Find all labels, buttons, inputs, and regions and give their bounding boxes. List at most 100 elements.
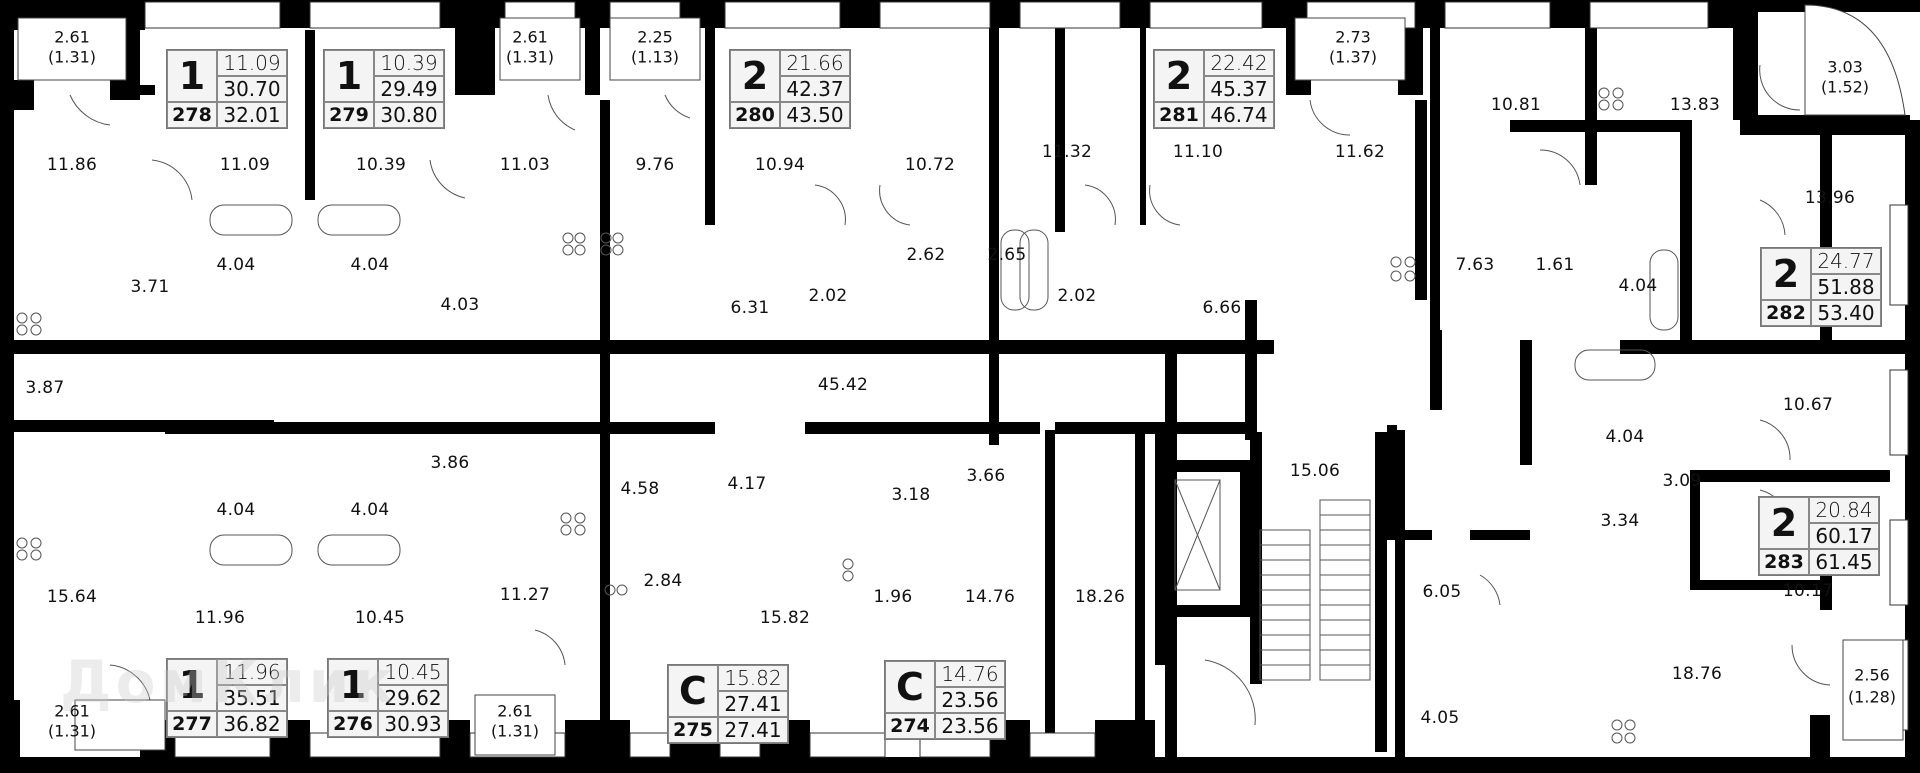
room-area: 4.04 bbox=[1605, 427, 1644, 447]
balcony bbox=[17, 17, 127, 81]
living-area: 24.77 bbox=[1811, 248, 1881, 274]
room-area: 13.83 bbox=[1670, 95, 1720, 115]
total-with-balcony: 61.45 bbox=[1809, 549, 1879, 575]
living-area: 10.39 bbox=[374, 50, 444, 76]
living-area: 14.76 bbox=[935, 661, 1005, 687]
fixtures bbox=[16, 87, 1679, 744]
total-area: 29.49 bbox=[374, 76, 444, 102]
apartment-card[interactable]: 2 22.42 45.37 281 46.74 bbox=[1153, 49, 1275, 129]
apartment-card[interactable]: 2 21.66 42.37 280 43.50 bbox=[729, 49, 851, 129]
room-area: 3.87 bbox=[25, 378, 64, 398]
total-area: 42.37 bbox=[780, 76, 850, 102]
balcony bbox=[609, 17, 701, 81]
room-area: 6.66 bbox=[1202, 298, 1241, 318]
balcony-reduced-area: (1.31) bbox=[506, 48, 554, 67]
apartment-card[interactable]: 1 10.39 29.49 279 30.80 bbox=[323, 49, 445, 129]
room-labels: 11.86 11.09 10.39 11.03 9.76 10.94 10.72… bbox=[25, 95, 1854, 728]
windows bbox=[144, 1, 1909, 758]
room-area: 11.62 bbox=[1335, 142, 1385, 162]
apartment-number: 282 bbox=[1761, 300, 1811, 326]
bathtub-icon bbox=[209, 204, 293, 236]
total-with-balcony: 30.80 bbox=[374, 102, 444, 128]
living-area: 22.42 bbox=[1204, 50, 1274, 76]
room-area: 4.04 bbox=[216, 500, 255, 520]
room-area: 10.17 bbox=[1783, 581, 1833, 601]
elevator-icon bbox=[1174, 479, 1221, 591]
total-area: 30.70 bbox=[217, 76, 287, 102]
total-with-balcony: 46.74 bbox=[1204, 102, 1274, 128]
total-area: 51.88 bbox=[1811, 274, 1881, 300]
apartment-number: 274 bbox=[885, 713, 935, 739]
apartment-card[interactable]: 2 24.77 51.88 282 53.40 bbox=[1760, 247, 1882, 327]
balcony-area: 2.61 bbox=[512, 28, 548, 47]
room-area: 3.71 bbox=[130, 277, 169, 297]
apartment-card[interactable]: 1 10.45 29.62 276 30.93 bbox=[327, 658, 449, 738]
room-area: 10.72 bbox=[905, 155, 955, 175]
room-area: 1.61 bbox=[1535, 255, 1574, 275]
balcony bbox=[499, 17, 581, 81]
total-with-balcony: 36.82 bbox=[217, 711, 287, 737]
room-area: 4.04 bbox=[350, 255, 389, 275]
room-area: 10.94 bbox=[755, 155, 805, 175]
room-count: С bbox=[668, 665, 718, 717]
balcony-reduced-area: (1.13) bbox=[631, 48, 679, 67]
room-area: 3.66 bbox=[966, 466, 1005, 486]
room-area: 1.96 bbox=[873, 587, 912, 607]
bathtub-icon bbox=[317, 534, 401, 566]
apartment-number: 280 bbox=[730, 102, 780, 128]
balcony-area: 2.61 bbox=[497, 702, 533, 721]
apartment-number: 278 bbox=[167, 102, 217, 128]
bathtub-icon bbox=[1649, 249, 1679, 331]
total-with-balcony: 43.50 bbox=[780, 102, 850, 128]
apartment-number: 276 bbox=[328, 711, 378, 737]
apartment-number: 275 bbox=[668, 717, 718, 743]
room-area: 14.76 bbox=[965, 587, 1015, 607]
apartment-card[interactable]: С 15.82 27.41 275 27.41 bbox=[667, 664, 789, 744]
room-count: 1 bbox=[167, 659, 217, 711]
total-area: 23.56 bbox=[935, 687, 1005, 713]
apartment-card[interactable]: С 14.76 23.56 274 23.56 bbox=[884, 660, 1006, 740]
room-count: 2 bbox=[1761, 248, 1811, 300]
room-count: 1 bbox=[328, 659, 378, 711]
room-area: 2.02 bbox=[1057, 286, 1096, 306]
room-area: 11.32 bbox=[1042, 142, 1092, 162]
room-area: 45.42 bbox=[818, 375, 868, 395]
room-area: 6.31 bbox=[730, 298, 769, 318]
apartment-card[interactable]: 1 11.09 30.70 278 32.01 bbox=[166, 49, 288, 129]
room-area: 11.86 bbox=[47, 155, 97, 175]
room-area: 4.03 bbox=[440, 295, 479, 315]
room-area: 11.27 bbox=[500, 585, 550, 605]
apartment-number: 283 bbox=[1759, 549, 1809, 575]
total-area: 27.41 bbox=[718, 691, 788, 717]
room-count: 1 bbox=[167, 50, 217, 102]
living-area: 20.84 bbox=[1809, 497, 1879, 523]
room-area: 11.96 bbox=[195, 608, 245, 628]
balcony-reduced-area: (1.31) bbox=[48, 48, 96, 67]
total-area: 60.17 bbox=[1809, 523, 1879, 549]
room-area: 2.62 bbox=[906, 245, 945, 265]
room-area: 15.06 bbox=[1290, 461, 1340, 481]
room-area: 11.09 bbox=[220, 155, 270, 175]
balcony-area: 2.61 bbox=[54, 702, 90, 721]
room-area: 4.05 bbox=[1420, 708, 1459, 728]
room-area: 4.58 bbox=[620, 479, 659, 499]
room-area: 18.26 bbox=[1075, 587, 1125, 607]
total-area: 45.37 bbox=[1204, 76, 1274, 102]
room-area: 18.76 bbox=[1672, 664, 1722, 684]
apartment-card[interactable]: 2 20.84 60.17 283 61.45 bbox=[1758, 496, 1880, 576]
room-count: 2 bbox=[1759, 497, 1809, 549]
bathtub-icon bbox=[209, 534, 293, 566]
living-area: 21.66 bbox=[780, 50, 850, 76]
bathtub-icon bbox=[317, 204, 401, 236]
total-with-balcony: 27.41 bbox=[718, 717, 788, 743]
total-with-balcony: 32.01 bbox=[217, 102, 287, 128]
living-area: 10.45 bbox=[378, 659, 448, 685]
bathtub-icon bbox=[1574, 349, 1656, 381]
apartment-card[interactable]: 1 11.96 35.51 277 36.82 bbox=[166, 658, 288, 738]
room-area: 15.82 bbox=[760, 608, 810, 628]
balcony bbox=[1842, 639, 1904, 741]
living-area: 11.96 bbox=[217, 659, 287, 685]
room-area: 3.09 bbox=[1662, 471, 1701, 491]
balcony-reduced-area: (1.31) bbox=[491, 722, 539, 741]
